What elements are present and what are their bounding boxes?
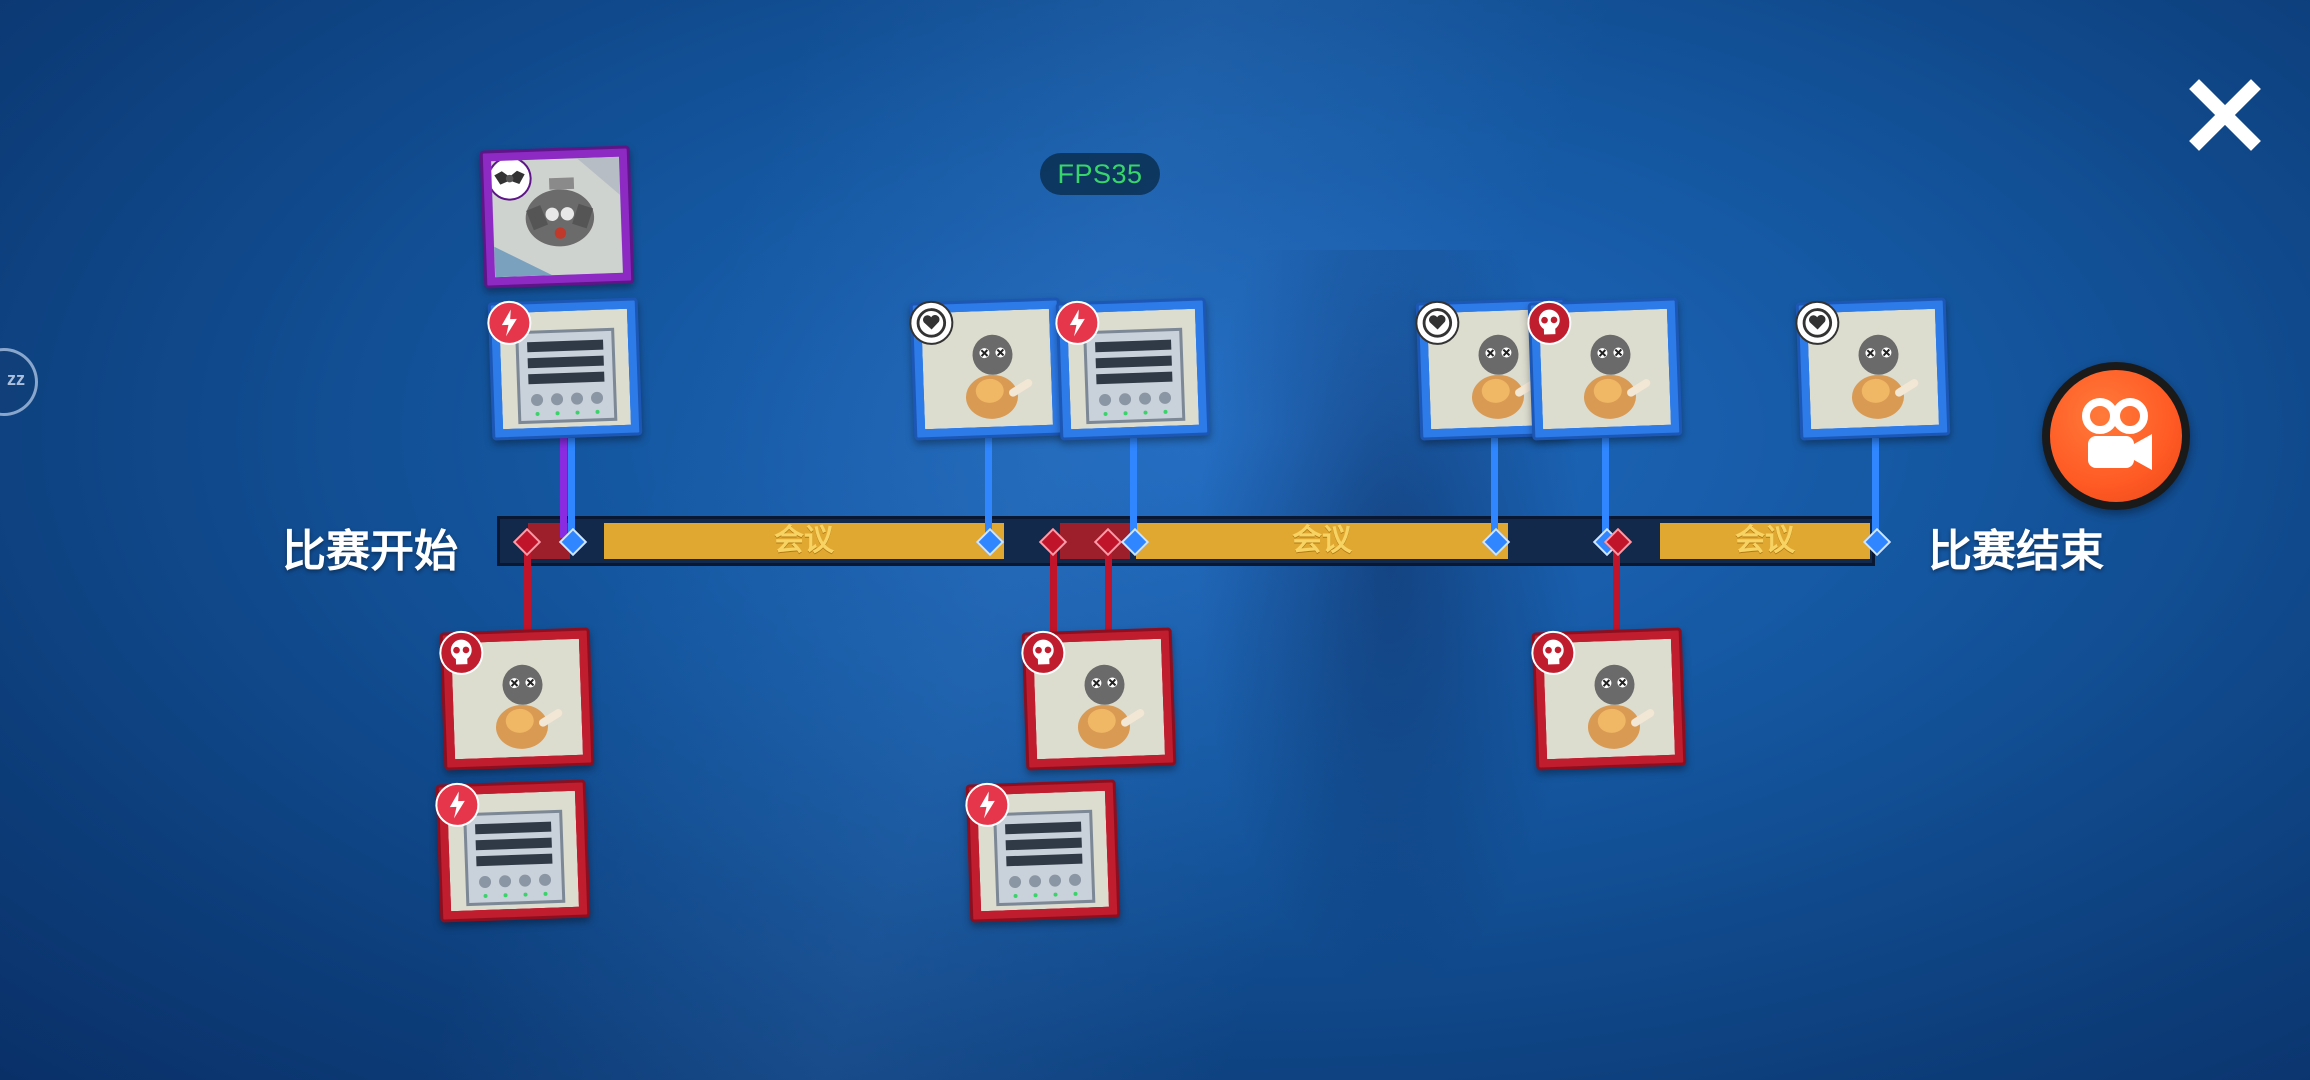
event-connector [1105,540,1112,635]
heart-icon [916,308,947,338]
event-card-sabotage[interactable] [479,145,635,289]
event-connector [1613,540,1620,635]
match-start-label: 比赛开始 [282,527,458,576]
dead-body-icon [1557,323,1660,426]
event-card-body-found[interactable] [1414,297,1571,441]
event-card-kill[interactable] [1020,627,1177,771]
event-connector [1602,438,1609,538]
record-video-button[interactable] [2042,362,2190,510]
dead-body-icon [1445,323,1548,426]
skull-badge [1020,630,1067,676]
event-card-power[interactable] [1054,297,1211,441]
dead-body-icon [1051,653,1154,756]
lightning-icon [1069,309,1085,337]
match-timeline: 会议 会议 会议 [497,516,1875,566]
close-icon [2189,79,2261,151]
lightning-badge [434,782,481,828]
timeline-meeting-1: 会议 [604,523,1004,559]
power-panel-icon [463,809,566,906]
event-card-power[interactable] [964,779,1121,923]
lightning-icon [979,791,995,819]
event-card-power[interactable] [486,297,643,441]
lightning-icon [449,791,465,819]
heart-badge [1794,300,1841,346]
event-connector [560,438,567,538]
heart-badge [1414,300,1461,346]
event-card-body-found[interactable] [908,297,1065,441]
event-connector [568,438,575,538]
heart-badge [908,300,955,346]
event-card-kill[interactable] [1530,627,1687,771]
lightning-badge [486,300,533,346]
dead-body-icon [469,653,572,756]
side-tab-label: zz [7,369,25,389]
timeline-meeting-3: 会议 [1660,523,1870,559]
side-drawer-tab[interactable]: zz [0,348,38,416]
power-panel-icon [1083,327,1186,424]
event-connector [1491,438,1498,538]
timeline-meeting-2: 会议 [1136,523,1508,559]
event-connector [524,540,531,635]
skull-icon [1032,639,1054,665]
dead-body-icon [1561,653,1664,756]
event-connector [1872,438,1879,538]
lightning-icon [501,309,517,337]
match-end-label: 比赛结束 [1928,527,2104,576]
skull-badge [438,630,485,676]
event-connector [1130,438,1137,538]
event-card-kill[interactable] [438,627,595,771]
skull-badge [1530,630,1577,676]
bat-badge [491,156,533,202]
dead-body-icon [939,323,1042,426]
skull-icon [1538,309,1560,335]
bat-icon [494,170,525,185]
skull-icon [450,639,472,665]
heart-icon [1422,308,1453,338]
event-connector [1050,540,1057,635]
close-button[interactable] [2185,75,2265,155]
power-panel-icon [993,809,1096,906]
event-card-power[interactable] [434,779,591,923]
fps-counter: FPS35 [1040,153,1160,195]
dead-body-icon [1825,323,1928,426]
lightning-badge [1054,300,1101,346]
power-panel-icon [515,327,618,424]
video-camera-icon [2082,398,2152,470]
event-connector [985,438,992,538]
event-card-body-found[interactable] [1794,297,1951,441]
skull-icon [1542,639,1564,665]
event-card-kill[interactable] [1526,297,1683,441]
heart-icon [1802,308,1833,338]
skull-badge [1526,300,1573,346]
lightning-badge [964,782,1011,828]
